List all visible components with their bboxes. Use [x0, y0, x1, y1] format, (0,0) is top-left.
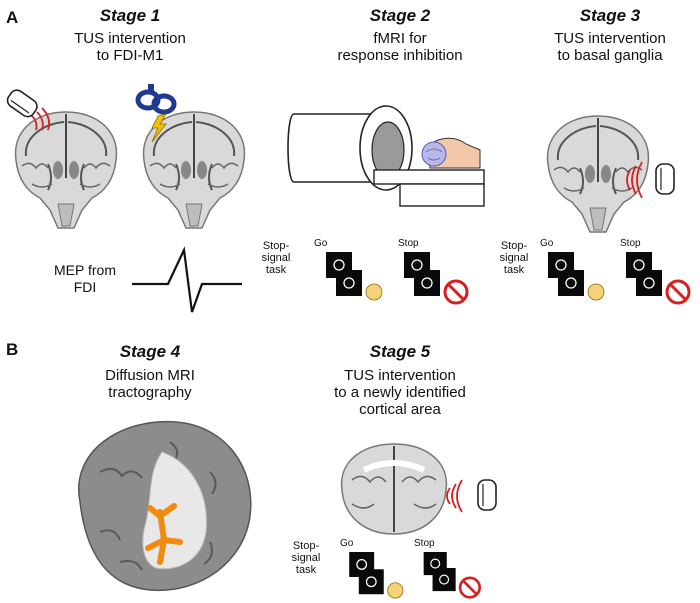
panel-letter-b: B	[6, 340, 19, 359]
stop-label-2: Stop	[398, 238, 419, 249]
mri-scanner	[287, 105, 485, 207]
go-label-5: Go	[340, 538, 354, 549]
go-trial-2	[325, 251, 383, 301]
stage-3-title: Stage 3	[579, 6, 641, 25]
stage-5-transducer-icon	[446, 479, 497, 513]
panel-letter-a: A	[6, 8, 19, 27]
mep-trace	[132, 246, 242, 313]
tus-transducer-icon	[3, 86, 51, 131]
stop-label-5: Stop	[414, 538, 435, 549]
stop-trial-2	[403, 251, 469, 305]
stop-trial-5	[423, 551, 481, 599]
tms-coil-icon	[135, 84, 177, 143]
go-trial-5	[348, 551, 404, 599]
stop-label-3: Stop	[620, 238, 641, 249]
go-trial-3	[547, 251, 605, 301]
stage-5-title: Stage 5	[369, 342, 431, 361]
stage-3-transducer-icon	[626, 161, 675, 199]
stage-2-title: Stage 2	[369, 6, 431, 25]
stage-4-3d-brain	[77, 420, 252, 592]
stage-4-title: Stage 4	[119, 342, 181, 361]
stage-5-brain	[340, 443, 448, 535]
go-label-2: Go	[314, 238, 328, 249]
stage-1-title: Stage 1	[99, 6, 161, 25]
go-label-3: Go	[540, 238, 554, 249]
stop-trial-3	[625, 251, 691, 305]
